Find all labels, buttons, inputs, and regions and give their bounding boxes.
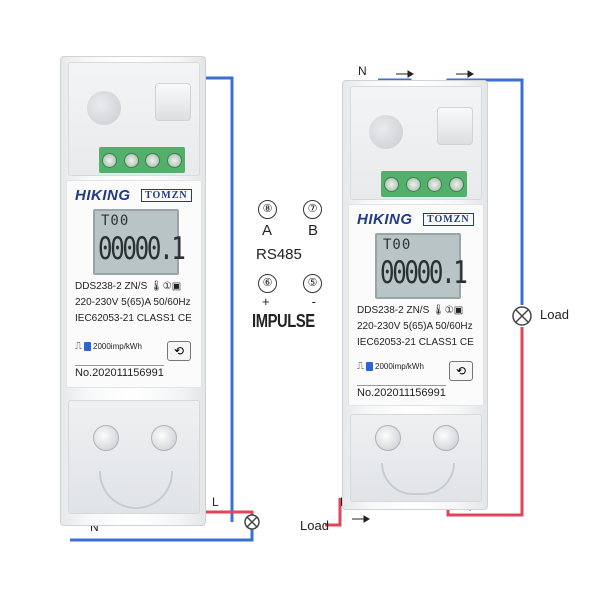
brand-logo: HIKING xyxy=(357,211,413,228)
impulse-info: ⎍2000imp/kWh xyxy=(357,361,424,372)
lcd-reading: 00000.1 xyxy=(98,231,186,267)
meter-front-panel: HIKING TOMZN T00 00000.1 DDS238-2 ZN/S 🌡… xyxy=(348,204,484,406)
seal-knob xyxy=(87,91,121,125)
double-insulation-icon: ▣ xyxy=(453,305,464,316)
load-label-bottom: Load xyxy=(300,518,329,533)
meter-front-panel: HIKING TOMZN T00 00000.1 DDS238-2 ZN/S 🌡… xyxy=(66,180,202,388)
l-label-left-out: L xyxy=(212,495,219,509)
terminal-screw-icon xyxy=(448,176,464,192)
terminal-block xyxy=(99,147,185,173)
din-clip xyxy=(437,107,473,145)
cover-arc xyxy=(381,463,455,495)
lcd-reading: 00000.1 xyxy=(380,255,468,291)
seal-knob xyxy=(369,115,403,149)
energy-meter-left: HIKING TOMZN T00 00000.1 DDS238-2 ZN/S 🌡… xyxy=(60,56,206,526)
lcd-tariff: T00 xyxy=(383,237,412,253)
lcd-tariff: T00 xyxy=(101,213,130,229)
terminal-screw-icon xyxy=(102,152,118,168)
terminal-label-plus: + xyxy=(262,294,270,309)
brand-logo-secondary: TOMZN xyxy=(141,189,192,202)
terminal-screw-icon xyxy=(427,176,443,192)
brand-logo-secondary: TOMZN xyxy=(423,213,474,226)
standard-text: IEC62053-21 CLASS1 CE xyxy=(75,313,192,324)
rs485-label: RS485 xyxy=(256,246,302,263)
terminal-block xyxy=(381,171,467,197)
terminal-number-minus: ⑤ xyxy=(303,274,322,293)
bottom-cover xyxy=(68,400,200,514)
terminal-label-a: A xyxy=(262,222,273,239)
terminal-bolt-icon xyxy=(93,425,119,451)
n-label-right-top: N xyxy=(358,64,367,78)
lcd-display: T00 00000.1 xyxy=(375,233,468,299)
pulse-led-icon xyxy=(366,362,373,372)
thermometer-icon: 🌡 xyxy=(150,281,163,292)
n-label-left-bottom: N xyxy=(90,520,99,534)
terminal-number-plus: ⑥ xyxy=(258,274,277,293)
din-clip xyxy=(155,83,191,121)
cover-arc xyxy=(99,471,173,509)
reset-button[interactable]: ⟲ xyxy=(167,341,191,361)
rating-text: 220-230V 5(65)A 50/60Hz xyxy=(75,297,191,308)
bottom-cover xyxy=(350,414,482,502)
terminal-bolt-icon xyxy=(375,425,401,451)
brand-logo: HIKING xyxy=(75,187,131,204)
energy-meter-right: HIKING TOMZN T00 00000.1 DDS238-2 ZN/S 🌡… xyxy=(342,80,488,540)
terminal-screw-icon xyxy=(384,176,400,192)
pulse-icon: ⎍ xyxy=(75,341,82,352)
terminal-screw-icon xyxy=(123,152,139,168)
terminal-screw-icon xyxy=(145,152,161,168)
lcd-display: T00 00000.1 xyxy=(93,209,186,275)
refresh-icon: ⟲ xyxy=(173,344,185,358)
reset-button[interactable]: ⟲ xyxy=(449,361,473,381)
terminal-label-minus: - xyxy=(311,294,316,309)
pulse-led-icon xyxy=(84,342,91,352)
top-cover xyxy=(350,86,482,200)
thermometer-icon: 🌡 xyxy=(432,305,445,316)
model-text: DDS238-2 ZN/S 🌡①▣ xyxy=(357,305,464,316)
serial-number: No.202011156991 xyxy=(75,365,164,379)
terminal-number-a: ⑧ xyxy=(258,200,277,219)
terminal-label-b: B xyxy=(307,222,318,239)
top-cover xyxy=(68,62,200,176)
model-text: DDS238-2 ZN/S 🌡①▣ xyxy=(75,281,182,292)
terminal-screw-icon xyxy=(405,176,421,192)
terminal-bolt-icon xyxy=(433,425,459,451)
class-mark-icon: ① xyxy=(162,281,172,292)
terminal-bolt-icon xyxy=(151,425,177,451)
double-insulation-icon: ▣ xyxy=(171,281,182,292)
standard-text: IEC62053-21 CLASS1 CE xyxy=(357,337,474,348)
serial-number: No.202011156991 xyxy=(357,385,446,399)
class-mark-icon: ① xyxy=(444,305,454,316)
impulse-label: IMPULSE xyxy=(252,311,315,331)
terminal-screw-icon xyxy=(166,152,182,168)
pulse-icon: ⎍ xyxy=(357,361,364,372)
refresh-icon: ⟲ xyxy=(455,364,467,378)
rating-text: 220-230V 5(65)A 50/60Hz xyxy=(357,321,473,332)
load-label-right: Load xyxy=(540,307,569,322)
terminal-number-b: ⑦ xyxy=(303,200,322,219)
line-wire-right-in xyxy=(325,498,342,527)
impulse-info: ⎍2000imp/kWh xyxy=(75,341,142,352)
